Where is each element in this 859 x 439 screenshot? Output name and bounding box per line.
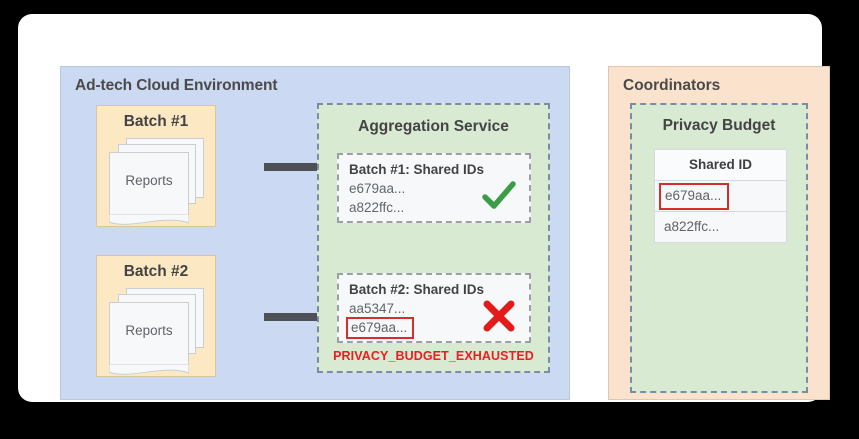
- privacy-budget-exhausted-label: PRIVACY_BUDGET_EXHAUSTED: [333, 349, 534, 363]
- batch-2-shared-ids-panel: Batch #2: Shared IDs aa5347... e679aa...: [337, 273, 531, 343]
- batch-card-1: Batch #1 Reports: [96, 105, 216, 227]
- document-wave-edge-icon: [109, 214, 189, 225]
- batch-card-2: Batch #2 Reports: [96, 255, 216, 377]
- shared-id-value-flagged: e679aa...: [346, 317, 415, 339]
- shared-id-cell-flagged: e679aa...: [655, 181, 786, 211]
- report-doc-front: Reports: [109, 152, 189, 225]
- adtech-panel-title: Ad-tech Cloud Environment: [75, 77, 278, 94]
- adtech-cloud-environment-panel: Ad-tech Cloud Environment Batch #1 Repor…: [60, 66, 570, 400]
- reports-label: Reports: [125, 323, 173, 338]
- x-icon: [483, 300, 515, 332]
- reports-stack-1: Reports: [108, 138, 204, 225]
- batch-card-1-title: Batch #1: [123, 113, 189, 130]
- batch-2-shared-ids-title: Batch #2: Shared IDs: [349, 282, 485, 297]
- shared-id-cell-value: e679aa...: [659, 183, 730, 210]
- check-icon: [482, 181, 516, 209]
- privacy-budget-box: Privacy Budget Shared ID e679aa... a822f…: [630, 103, 808, 393]
- privacy-budget-title: Privacy Budget: [662, 117, 776, 134]
- reports-stack-2: Reports: [108, 288, 204, 375]
- shared-id-cell-value: a822ffc...: [664, 219, 720, 234]
- coordinators-panel-title: Coordinators: [623, 77, 721, 94]
- privacy-budget-table: Shared ID e679aa... a822ffc...: [654, 149, 787, 243]
- batch-1-shared-ids-panel: Batch #1: Shared IDs e679aa... a822ffc..…: [337, 153, 531, 223]
- coordinators-panel: Coordinators Privacy Budget Shared ID e6…: [608, 66, 830, 400]
- batch-1-shared-ids-title: Batch #1: Shared IDs: [349, 162, 485, 177]
- aggregation-service-box: Aggregation Service Batch #1: Shared IDs…: [317, 103, 550, 373]
- document-wave-edge-icon: [109, 364, 189, 375]
- shared-id-value: aa5347...: [349, 301, 406, 316]
- table-row: a822ffc...: [655, 212, 786, 242]
- diagram-card: Ad-tech Cloud Environment Batch #1 Repor…: [18, 14, 830, 402]
- aggregation-service-title: Aggregation Service: [358, 118, 509, 135]
- shared-id-value: a822ffc...: [349, 200, 405, 215]
- table-row: e679aa...: [655, 181, 786, 212]
- report-doc-front: Reports: [109, 302, 189, 375]
- batch-card-2-title: Batch #2: [123, 263, 189, 280]
- shared-id-value: e679aa...: [349, 181, 406, 196]
- reports-label: Reports: [125, 173, 173, 188]
- table-header-shared-id: Shared ID: [655, 150, 786, 181]
